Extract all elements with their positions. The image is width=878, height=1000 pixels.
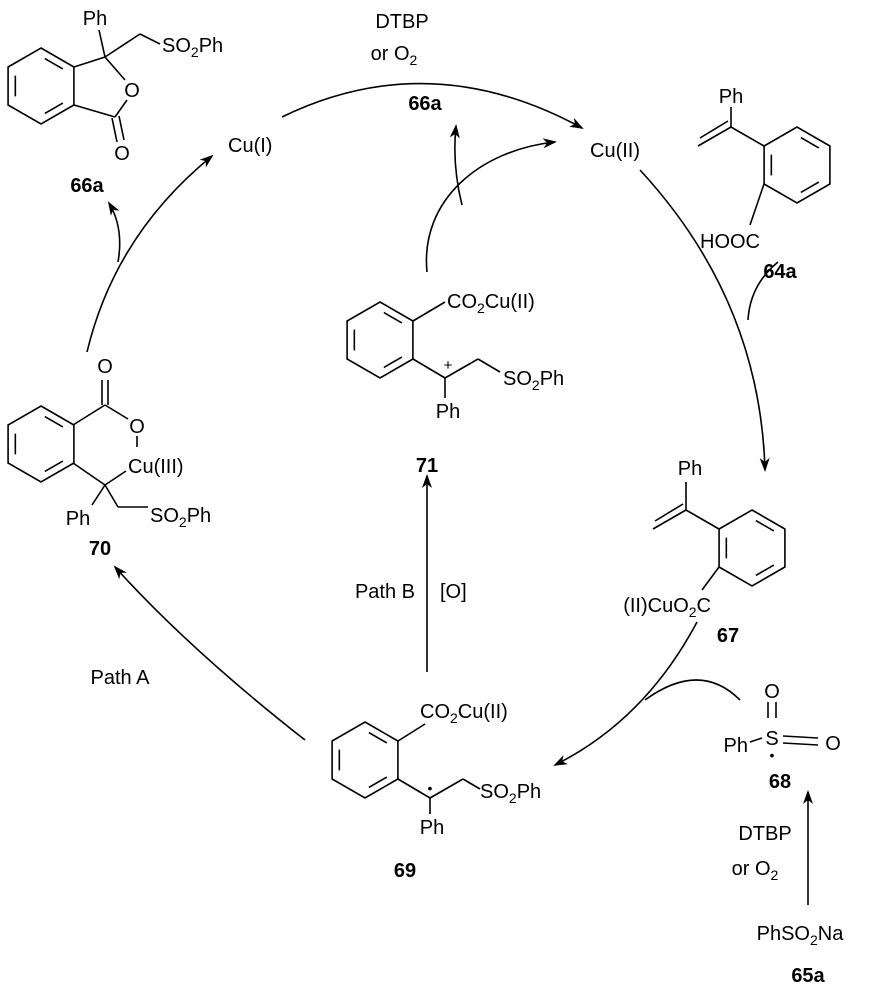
benzene-ring xyxy=(331,721,399,799)
ph-label: Ph xyxy=(724,735,748,757)
benzene-ring xyxy=(346,301,414,379)
double-bond xyxy=(44,57,64,70)
compound-label: 65a xyxy=(791,965,825,987)
arrow-71-to-cu-ii xyxy=(425,138,557,273)
oxidant-label: [O] xyxy=(440,581,467,603)
compound-67: Ph (II)CuO2C 67 xyxy=(623,458,739,647)
hooc-label: HOOC xyxy=(700,231,760,253)
oxygen-label: O xyxy=(97,356,113,378)
ph-label: Ph xyxy=(719,86,743,108)
reagent-label: DTBP xyxy=(375,11,428,33)
reagent-label: DTBP xyxy=(738,823,791,845)
sulfur-label: S xyxy=(765,728,778,750)
oxygen-label: O xyxy=(114,143,130,165)
oxygen-label: O xyxy=(124,80,140,102)
ph-label: Ph xyxy=(420,817,444,839)
compound-label: 68 xyxy=(769,771,791,793)
double-bond xyxy=(44,415,64,428)
double-bond xyxy=(800,136,820,149)
compound-label: 69 xyxy=(394,860,416,882)
compound-label: 67 xyxy=(717,625,739,647)
path-b-label: Path B xyxy=(355,581,415,603)
arrow-67-to-69 xyxy=(553,621,698,766)
reagent-label: or O2 xyxy=(371,43,418,68)
oxygen-label: O xyxy=(825,733,841,755)
so2ph-label: SO2Ph xyxy=(162,35,223,60)
compound-68: O S O Ph • 68 xyxy=(724,681,841,793)
oxidation-arrow: DTBP or O2 66a xyxy=(281,11,584,129)
ph-label: Ph xyxy=(678,458,702,480)
double-bond xyxy=(383,311,403,324)
compound-label: 70 xyxy=(89,538,111,560)
arrow-68-entry xyxy=(644,679,741,701)
compound-70: O O Cu(III) Ph SO2Ph 70 xyxy=(66,356,211,560)
arrow-to-67 xyxy=(639,169,770,472)
ph-label: Ph xyxy=(436,401,460,423)
benzene-rings xyxy=(7,47,831,799)
benzene-ring xyxy=(718,509,786,587)
phso2na-label: PhSO2Na xyxy=(757,923,845,948)
cu-ii-label: Cu(II) xyxy=(590,140,640,162)
compound-label: 71 xyxy=(416,455,438,477)
benzene-ring xyxy=(7,405,75,483)
radical-dot: • xyxy=(770,747,775,763)
compound-66a-product: Ph SO2Ph O O 66a xyxy=(70,8,223,197)
path-a-label: Path A xyxy=(91,667,151,689)
ph-label: Ph xyxy=(83,8,107,30)
cation-charge: + xyxy=(444,357,453,374)
double-bond xyxy=(368,731,388,744)
arrow-release-66a xyxy=(449,124,463,206)
compound-71: CO2Cu(II) + SO2Ph Ph 71 xyxy=(412,291,564,477)
radical-dot: • xyxy=(428,780,433,796)
so2ph-label: SO2Ph xyxy=(503,368,564,393)
co2cu-label: CO2Cu(II) xyxy=(447,291,535,316)
arrow-release-66a xyxy=(107,201,121,263)
path-a-arrow xyxy=(113,565,306,741)
compound-69: CO2Cu(II) • SO2Ph Ph 69 xyxy=(394,701,541,882)
compound-64a: Ph HOOC 64a xyxy=(697,86,798,283)
cuo2c-label: (II)CuO2C xyxy=(623,595,711,620)
reagent-label: or O2 xyxy=(732,858,779,883)
ph-label: Ph xyxy=(66,508,90,530)
cu-i-label: Cu(I) xyxy=(228,135,272,157)
double-bond xyxy=(383,356,403,369)
co2cu-label: CO2Cu(II) xyxy=(420,701,508,726)
cu-iii-label: Cu(III) xyxy=(128,456,184,478)
double-bond xyxy=(800,181,820,194)
double-bond xyxy=(44,102,64,115)
oxygen-label: O xyxy=(129,416,145,438)
arrow-64a-entry xyxy=(747,261,779,321)
double-bond xyxy=(755,564,775,577)
arrow-70-to-cu-i xyxy=(86,154,214,353)
double-bond xyxy=(44,460,64,473)
double-bond xyxy=(368,776,388,789)
byproduct-label: 66a xyxy=(408,93,442,115)
so2ph-label: SO2Ph xyxy=(150,505,211,530)
compound-label: 66a xyxy=(70,175,104,197)
benzene-ring xyxy=(763,126,831,204)
double-bond xyxy=(755,519,775,532)
so2ph-label: SO2Ph xyxy=(480,781,541,806)
benzene-ring xyxy=(7,47,75,125)
oxygen-label: O xyxy=(764,681,780,703)
